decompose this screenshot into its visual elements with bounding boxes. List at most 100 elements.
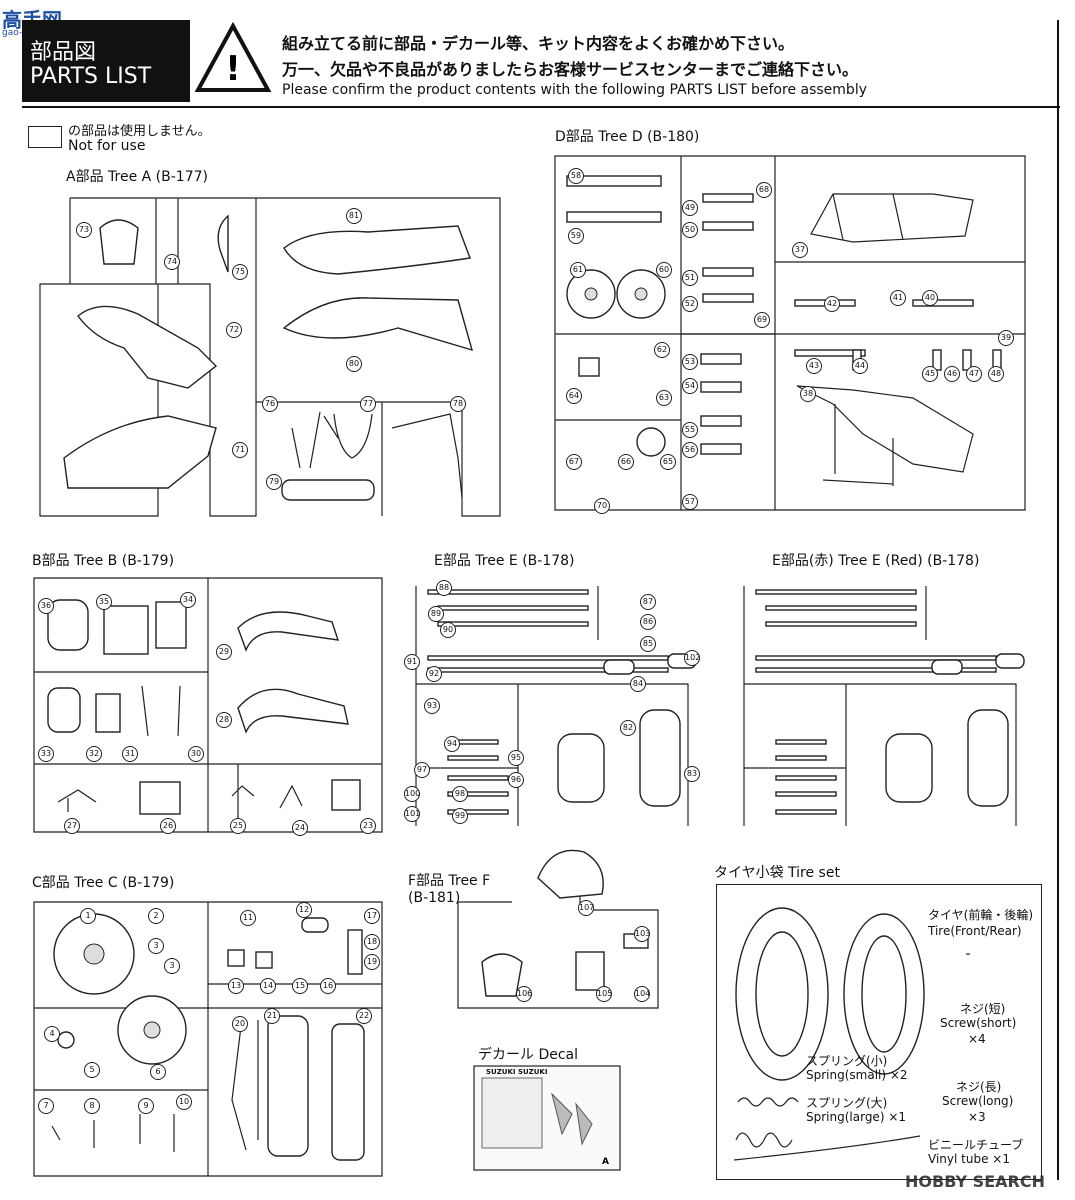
part-number-badge: 34 bbox=[180, 592, 196, 608]
part-number-badge: 4 bbox=[44, 1026, 60, 1042]
part-number-badge: 52 bbox=[682, 296, 698, 312]
tree-f-code: (B-181) bbox=[408, 890, 461, 906]
tire-illustration bbox=[733, 907, 970, 1161]
header-rule bbox=[22, 106, 1060, 108]
part-number-badge: 81 bbox=[346, 208, 362, 224]
warning-line-1: 組み立てる前に部品・デカール等、キット内容をよくお確かめ下さい。 bbox=[282, 34, 795, 53]
part-number-badge: 75 bbox=[232, 264, 248, 280]
spring-small-jp: スプリング(小) bbox=[806, 1054, 888, 1068]
tree-c-runner bbox=[33, 901, 383, 1177]
part-number-badge: 2 bbox=[148, 908, 164, 924]
spring-small-en: Spring(small) ×2 bbox=[806, 1068, 908, 1082]
part-number-badge: 70 bbox=[594, 498, 610, 514]
part-number-badge: 103 bbox=[634, 926, 650, 942]
part-number-badge: 28 bbox=[216, 712, 232, 728]
watermark-hobbysearch: HOBBY SEARCH bbox=[905, 1172, 1045, 1191]
part-number-badge: 92 bbox=[426, 666, 442, 682]
part-number-badge: 87 bbox=[640, 594, 656, 610]
screw-short-jp: ネジ(短) bbox=[960, 1002, 1006, 1016]
part-number-badge: 83 bbox=[684, 766, 700, 782]
part-number-badge: 25 bbox=[230, 818, 246, 834]
part-number-badge: 8 bbox=[84, 1098, 100, 1114]
part-number-badge: 19 bbox=[364, 954, 380, 970]
part-number-badge: 105 bbox=[596, 986, 612, 1002]
page-title-jp: 部品図 bbox=[30, 40, 97, 65]
part-number-badge: 13 bbox=[228, 978, 244, 994]
part-number-badge: 47 bbox=[966, 366, 982, 382]
part-number-badge: 12 bbox=[296, 902, 312, 918]
part-number-badge: 42 bbox=[824, 296, 840, 312]
svg-text:A: A bbox=[602, 1157, 609, 1167]
legend-box bbox=[28, 126, 62, 148]
vinyl-tube-jp: ビニールチューブ bbox=[928, 1138, 1024, 1152]
part-number-badge: 62 bbox=[654, 342, 670, 358]
part-number-badge: 99 bbox=[452, 808, 468, 824]
part-number-badge: 18 bbox=[364, 934, 380, 950]
part-number-badge: 24 bbox=[292, 820, 308, 836]
part-number-badge: 7 bbox=[38, 1098, 54, 1114]
part-number-badge: 102 bbox=[684, 650, 700, 666]
part-number-badge: 66 bbox=[618, 454, 634, 470]
tree-d-label: D部品 Tree D (B-180) bbox=[555, 129, 700, 145]
part-number-badge: 96 bbox=[508, 772, 524, 788]
part-number-badge: 6 bbox=[150, 1064, 166, 1080]
part-number-badge: 72 bbox=[226, 322, 242, 338]
part-number-badge: 31 bbox=[122, 746, 138, 762]
tire-set-box bbox=[716, 884, 1042, 1180]
part-number-badge: 56 bbox=[682, 442, 698, 458]
screw-long-qty: ×3 bbox=[968, 1110, 986, 1124]
part-number-badge: 27 bbox=[64, 818, 80, 834]
part-number-badge: 93 bbox=[424, 698, 440, 714]
part-number-badge: 80 bbox=[346, 356, 362, 372]
part-number-badge: 44 bbox=[852, 358, 868, 374]
warning-line-2: 万一、欠品や不良品がありましたらお客様サービスセンターまでご連絡下さい。 bbox=[282, 60, 859, 79]
part-number-badge: 53 bbox=[682, 354, 698, 370]
spring-large-en: Spring(large) ×1 bbox=[806, 1110, 907, 1124]
part-number-badge: 22 bbox=[356, 1008, 372, 1024]
part-number-badge: 55 bbox=[682, 422, 698, 438]
part-number-badge: 84 bbox=[630, 676, 646, 692]
part-number-badge: 79 bbox=[266, 474, 282, 490]
header-title-block bbox=[22, 20, 190, 102]
warning-icon: ! bbox=[194, 22, 272, 92]
part-number-badge: 11 bbox=[240, 910, 256, 926]
screw-short-qty: ×4 bbox=[968, 1032, 986, 1046]
part-number-badge: 15 bbox=[292, 978, 308, 994]
part-number-badge: 106 bbox=[516, 986, 532, 1002]
part-number-badge: 23 bbox=[360, 818, 376, 834]
part-number-badge: 82 bbox=[620, 720, 636, 736]
part-number-badge: 98 bbox=[452, 786, 468, 802]
part-number-badge: 39 bbox=[998, 330, 1014, 346]
tree-b-label: B部品 Tree B (B-179) bbox=[32, 553, 175, 569]
part-number-badge: 29 bbox=[216, 644, 232, 660]
part-number-badge: 90 bbox=[440, 622, 456, 638]
part-number-badge: 100 bbox=[404, 786, 420, 802]
tree-e-red-runner bbox=[743, 586, 1025, 826]
warning-line-3: Please confirm the product contents with… bbox=[282, 82, 867, 98]
part-number-badge: 73 bbox=[76, 222, 92, 238]
part-number-badge: 33 bbox=[38, 746, 54, 762]
tree-d-runner bbox=[554, 155, 1026, 511]
decal-title: デカール Decal bbox=[478, 1047, 579, 1063]
tree-e-red-label: E部品(赤) Tree E (Red) (B-178) bbox=[772, 553, 980, 569]
part-number-badge: 26 bbox=[160, 818, 176, 834]
part-number-badge: 32 bbox=[86, 746, 102, 762]
part-number-badge: 16 bbox=[320, 978, 336, 994]
part-number-badge: 9 bbox=[138, 1098, 154, 1114]
tree-f-label: F部品 Tree F bbox=[408, 873, 491, 889]
part-number-badge: 60 bbox=[656, 262, 672, 278]
tire-set-title: タイヤ小袋 Tire set bbox=[714, 865, 840, 881]
part-number-badge: 85 bbox=[640, 636, 656, 652]
part-number-badge: 43 bbox=[806, 358, 822, 374]
part-number-badge: 91 bbox=[404, 654, 420, 670]
part-number-badge: 57 bbox=[682, 494, 698, 510]
part-number-badge: 46 bbox=[944, 366, 960, 382]
part-number-badge: 107 bbox=[578, 900, 594, 916]
svg-text:!: ! bbox=[225, 49, 241, 89]
part-number-badge: 10 bbox=[176, 1094, 192, 1110]
spring-large-jp: スプリング(大) bbox=[806, 1096, 888, 1110]
part-number-badge: 30 bbox=[188, 746, 204, 762]
tire-jp: タイヤ(前輪・後輪) bbox=[928, 908, 1034, 922]
part-number-badge: 61 bbox=[570, 262, 586, 278]
screw-long-jp: ネジ(長) bbox=[956, 1080, 1002, 1094]
